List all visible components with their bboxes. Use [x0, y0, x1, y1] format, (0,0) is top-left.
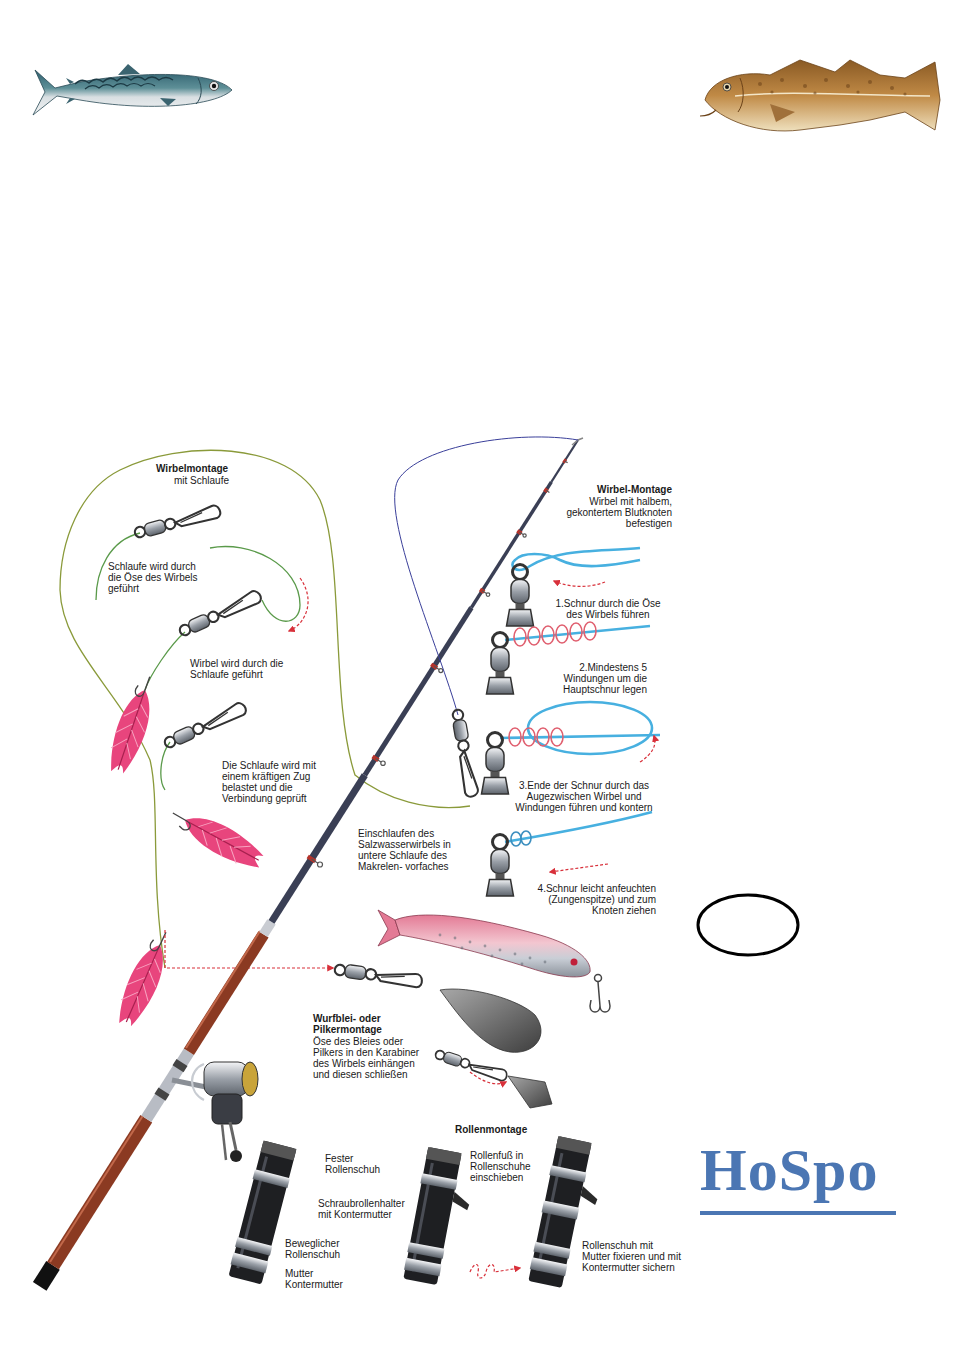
part-name: Schraubrollenhalter mit Kontermutter: [318, 1198, 410, 1220]
step-text: 4.Schnur leicht anfeuchten (Zungenspitze…: [522, 883, 656, 916]
instruction-text: Wirbel wird durch die Schlaufe geführt: [190, 658, 290, 680]
part-name: Mutter Kontermutter: [285, 1268, 355, 1290]
spinning-reel: [172, 1062, 258, 1162]
direction-arrow: [165, 578, 333, 968]
section-heading: Wirbelmontage: [156, 463, 246, 474]
section-heading: Rollenmontage: [455, 1124, 545, 1135]
section-heading: Wurfblei- oder Pilkermontage: [313, 1013, 408, 1035]
fishing-rod: [40, 438, 583, 1286]
part-name: Beweglicher Rollenschuh: [285, 1238, 355, 1260]
instruction-text: Rollenschuh mit Mutter fixieren und mit …: [582, 1240, 682, 1273]
instruction-text: Einschlaufen des Salzwasserwirbels in un…: [358, 828, 466, 872]
section-heading: Wirbel-Montage: [566, 484, 672, 495]
instruction-text: Öse des Bleies oder Pilkers in den Karab…: [313, 1036, 425, 1080]
step-text: 1.Schnur durch die Öse des Wirbels führe…: [548, 598, 668, 620]
step-text: 3.Ende der Schnur durch das Augezwischen…: [512, 780, 656, 813]
logo-bar: [700, 1211, 896, 1215]
main-line: [395, 437, 578, 798]
step-text: 2.Mindestens 5 Windungen um die Hauptsch…: [527, 662, 647, 695]
swivel-snap: [133, 504, 262, 750]
mackerel: [33, 64, 232, 115]
cod: [700, 60, 940, 131]
section-subheading: mit Schlaufe: [174, 475, 254, 486]
empty-ellipse: [698, 895, 798, 955]
reel-seat: [228, 1136, 609, 1291]
feather-lure: [102, 672, 268, 1031]
instruction-text: Die Schlaufe wird mit einem kräftigen Zu…: [222, 760, 334, 804]
brand-logo: HoSpo: [700, 1140, 900, 1200]
sinker-montage: [334, 963, 552, 1108]
instruction-text: Wirbel mit halbem, gekontertem Blutknote…: [566, 496, 672, 529]
instruction-text: Rollenfuß in Rollenschuhe einschieben: [470, 1150, 540, 1183]
part-name: Fester Rollenschuh: [325, 1153, 387, 1175]
instruction-text: Schlaufe wird durch die Öse des Wirbels …: [108, 561, 206, 594]
